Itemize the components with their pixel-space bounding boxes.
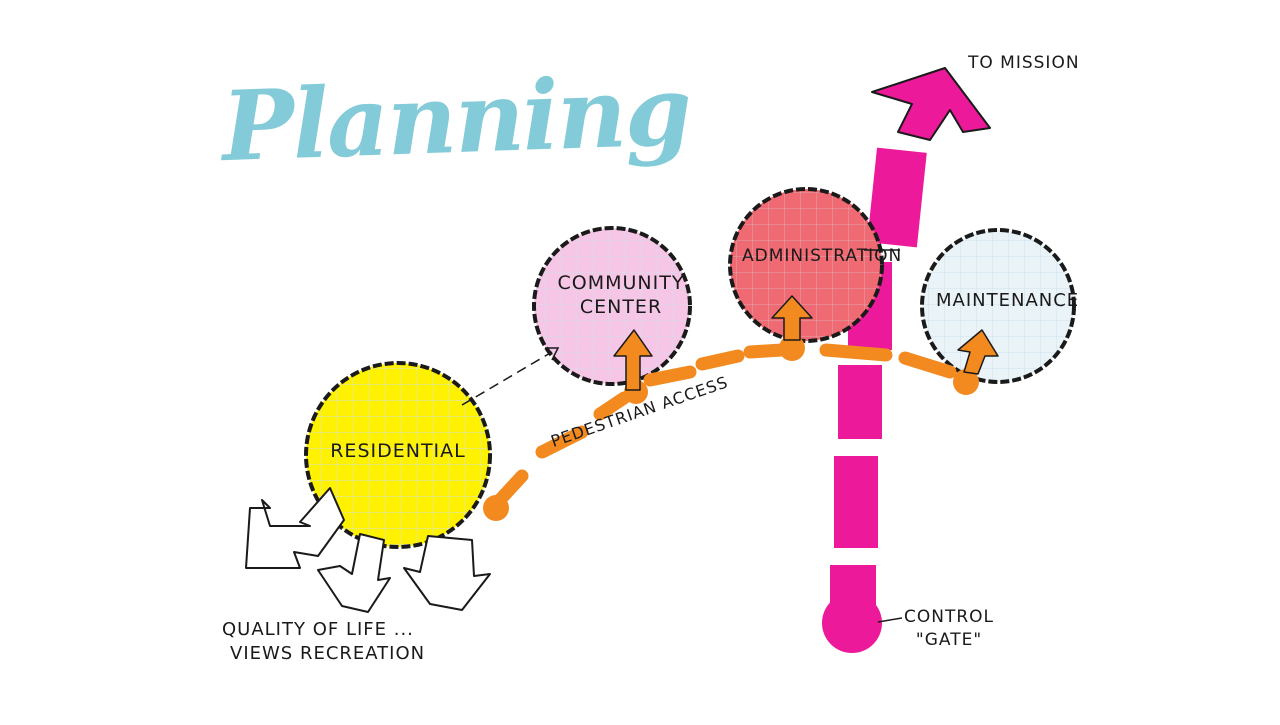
maintenance-access-arrow-icon [957,329,999,375]
path-node [483,495,509,521]
path-node [779,335,805,361]
page-title: Planning [220,53,692,184]
link-arrowhead-icon [545,347,560,361]
residential-community-link [461,347,560,406]
community-center-label: COMMUNITY CENTER [546,272,696,320]
road-segment [867,147,927,248]
quality-note-line-2: VIEWS RECREATION [230,643,426,665]
path-segment [593,391,631,421]
residential-node [304,361,492,549]
administration-label-text: ADMINISTRATION [742,246,903,266]
to-mission-label: TO MISSION [968,53,1080,73]
road-segment [834,456,878,548]
maintenance-label-text: MAINTENANCE [936,290,1080,311]
control-gate-line-2: "GATE" [915,629,983,650]
maintenance-node [920,228,1076,384]
administration-access-arrow-icon [771,295,813,341]
community-label-line-1: COMMUNITY [557,272,685,294]
control-gate-callout-line [877,617,903,623]
to-mission-arrow-icon [871,67,991,141]
pedestrian-path [491,343,957,509]
path-node [953,369,979,395]
residential-label-text: RESIDENTIAL [330,440,466,462]
residential-label: RESIDENTIAL [322,440,474,464]
path-segment [535,425,589,459]
administration-label: ADMINISTRATION [742,246,902,267]
administration-node [728,187,884,343]
quality-arrow-left-icon [245,487,345,569]
control-gate-marker [822,593,882,653]
quality-of-life-note: QUALITY OF LIFE ... VIEWS RECREATION [222,618,425,667]
quality-arrow-middle-icon [317,533,391,613]
path-segment [898,351,957,379]
path-segment [643,365,697,387]
quality-note-line-1: QUALITY OF LIFE ... [222,619,414,640]
road-segment [838,365,882,439]
maintenance-label: MAINTENANCE [936,290,1108,313]
control-gate-line-1: CONTROL [904,607,995,627]
path-segment [743,343,789,359]
community-label-line-2: CENTER [579,295,663,318]
community-access-arrow-icon [613,329,653,391]
community-center-node [532,226,692,386]
path-segment [819,343,893,362]
quality-arrow-right-icon [403,535,491,611]
path-segment [695,349,745,371]
pedestrian-path-nodes [483,335,979,521]
control-gate-label: CONTROL "GATE" [904,606,994,652]
